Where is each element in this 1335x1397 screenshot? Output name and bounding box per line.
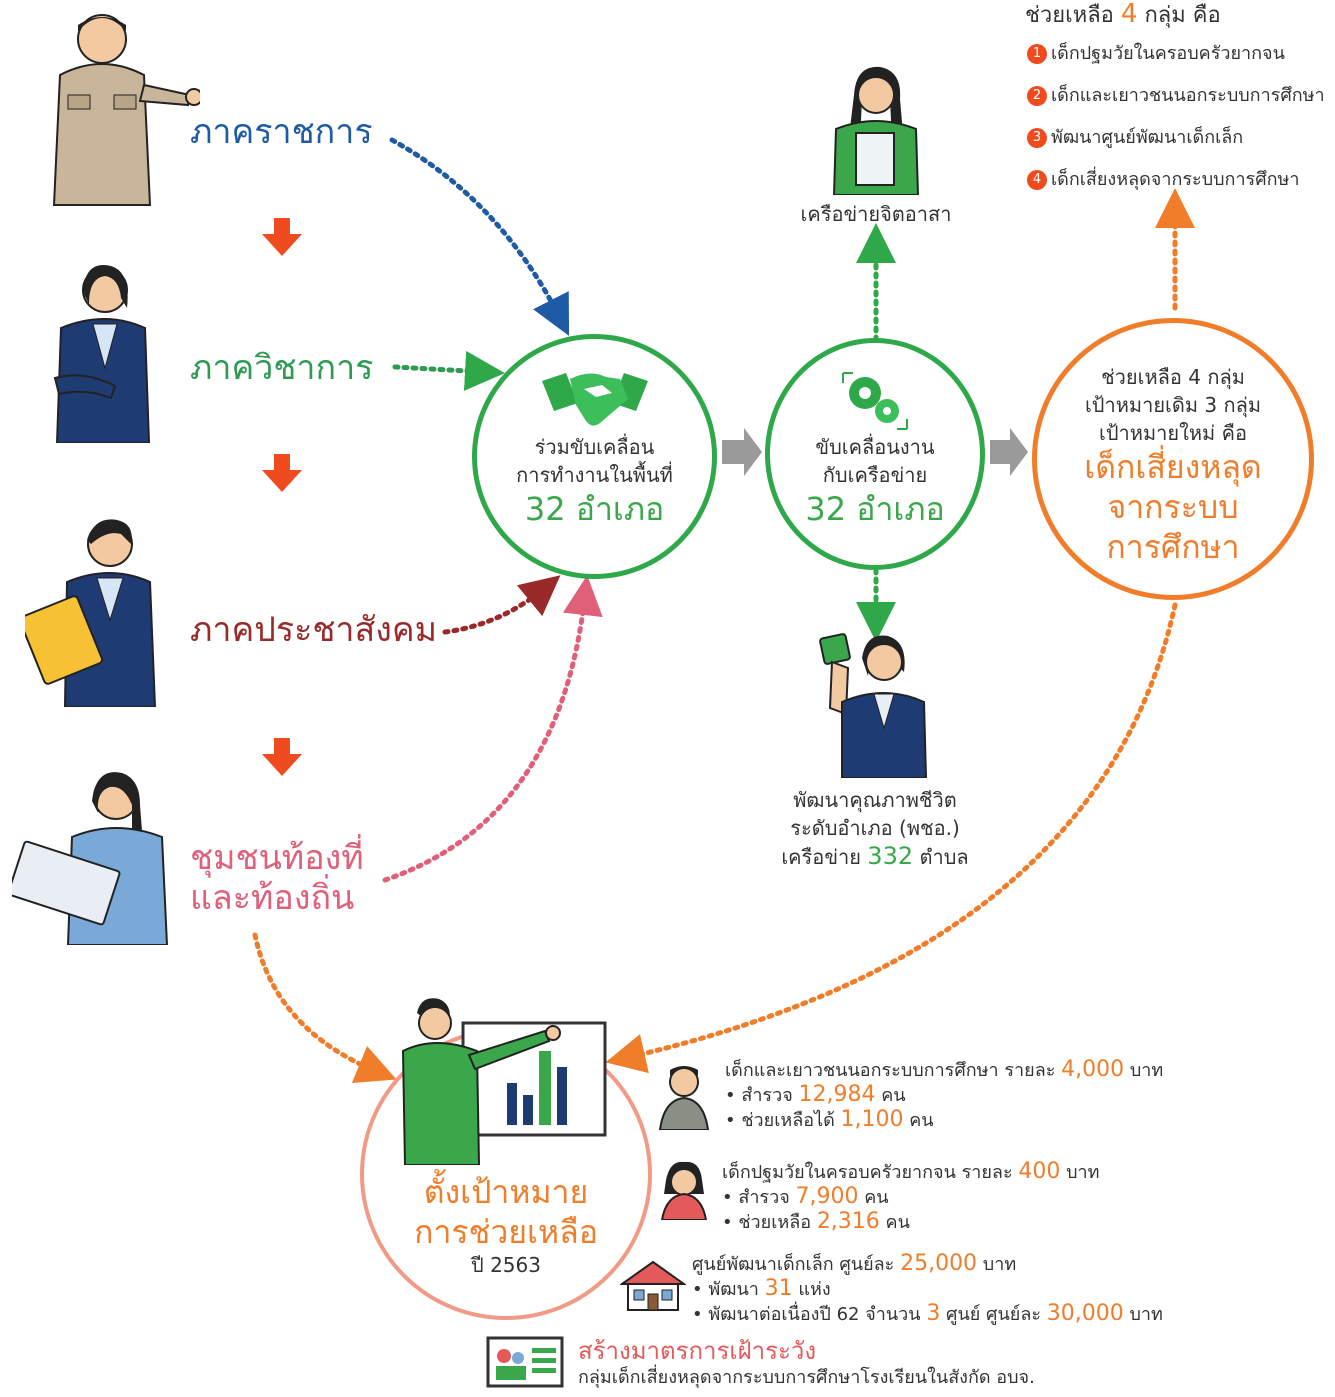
stat-early-title: เด็กปฐมวัยในครอบครัวยากจน รายละ 400 บาท <box>722 1159 1100 1184</box>
leader-icon <box>819 633 928 778</box>
circle-join: ร่วมขับเคลื่อน การทำงานในพื้นที่ 32 อำเภ… <box>472 334 717 579</box>
stat-early-survey: • สำรวจ 7,900 คน <box>722 1184 889 1209</box>
official-icon <box>52 14 200 206</box>
sector-civil: ภาคประชาสังคม <box>190 610 438 650</box>
arrow-help-target <box>605 602 1178 1074</box>
help-line2: เป้าหมายเดิม 3 กลุ่ม <box>1084 393 1262 417</box>
help-line3: เป้าหมายใหม่ คือ <box>1099 421 1247 445</box>
monitor-icon <box>486 1336 564 1388</box>
arrow-civil <box>442 575 561 635</box>
circle-network: ขับเคลื่อนงาน กับเครือข่าย 32 อำเภอ <box>765 338 985 570</box>
stat-early-helped: • ช่วยเหลือ 2,316 คน <box>722 1209 910 1234</box>
quality-block: พัฒนาคุณภาพชีวิต ระดับอำเภอ (พชอ.) เครือ… <box>760 786 990 871</box>
quality-line2: ระดับอำเภอ (พชอ.) <box>790 816 960 840</box>
sector-community-line2: และท้องถิ่น <box>190 878 355 918</box>
network-line1: ขับเคลื่อนงาน <box>815 435 935 459</box>
stat-youth: เด็กและเยาวชนนอกระบบการศึกษา รายละ 4,000… <box>725 1058 1163 1133</box>
sector-government: ภาคราชการ <box>190 112 373 152</box>
down-arrow-2 <box>262 454 302 492</box>
sector-community-line1: ชุมชนท้องที่ <box>190 838 364 878</box>
boy-icon <box>658 1066 710 1130</box>
volunteer-label: เครือข่ายจิตอาสา <box>800 202 952 226</box>
stat-center: ศูนย์พัฒนาเด็กเล็ก ศูนย์ละ 25,000 บาท • … <box>692 1252 1163 1327</box>
arrow-academic <box>392 350 505 391</box>
monitoring-subtitle: กลุ่มเด็กเสี่ยงหลุดจากระบบการศึกษาโรงเรี… <box>578 1367 1035 1388</box>
presenter-icon <box>401 998 607 1165</box>
help-groups-heading: ช่วยเหลือ 4 กลุ่ม คือ <box>1025 0 1221 29</box>
target-line1: ตั้งเป้าหมาย <box>423 1173 589 1211</box>
girl-icon <box>660 1161 708 1220</box>
down-arrow-1 <box>262 218 302 256</box>
stat-center-title: ศูนย์พัฒนาเด็กเล็ก ศูนย์ละ 25,000 บาท <box>692 1251 1017 1276</box>
sector-academic: ภาควิชาการ <box>190 348 374 388</box>
target-year: ปี 2563 <box>471 1253 541 1277</box>
stat-center-continued: • พัฒนาต่อเนื่องปี 62 จำนวน 3 ศูนย์ ศูนย… <box>692 1301 1163 1326</box>
arrow-join-network <box>722 428 762 476</box>
stat-youth-helped: • ช่วยเหลือได้ 1,100 คน <box>725 1107 934 1132</box>
down-arrow-3 <box>262 738 302 776</box>
handshake-icon <box>541 373 648 426</box>
stat-youth-title: เด็กและเยาวชนนอกระบบการศึกษา รายละ 4,000… <box>725 1057 1164 1082</box>
help-big1: เด็กเสี่ยงหลุด <box>1084 448 1262 486</box>
join-line1: ร่วมขับเคลื่อน <box>534 435 655 459</box>
house-icon <box>620 1260 686 1311</box>
stat-center-developed: • พัฒนา 31 แห่ง <box>692 1276 831 1301</box>
volunteer-icon <box>832 66 920 195</box>
civil-icon <box>25 519 157 707</box>
quality-line1: พัฒนาคุณภาพชีวิต <box>793 788 957 812</box>
network-district-count: 32 อำเภอ <box>805 490 945 528</box>
quality-line3: เครือข่าย 332 ตำบล <box>781 842 969 870</box>
monitoring-title: สร้างมาตรการเฝ้าระวัง <box>578 1337 817 1365</box>
join-district-count: 32 อำเภอ <box>524 490 665 528</box>
help-big2: จากระบบ <box>1107 488 1239 526</box>
help-line1: ช่วยเหลือ 4 กลุ่ม <box>1101 365 1245 389</box>
circle-help: ช่วยเหลือ 4 กลุ่ม เป้าหมายเดิม 3 กลุ่ม เ… <box>1032 318 1314 600</box>
stat-early: เด็กปฐมวัยในครอบครัวยากจน รายละ 400 บาท … <box>722 1160 1100 1235</box>
network-line2: กับเครือข่าย <box>822 463 928 487</box>
academic-icon <box>53 265 151 443</box>
arrow-government <box>389 137 570 336</box>
stat-youth-survey: • สำรวจ 12,984 คน <box>725 1082 906 1107</box>
gears-icon <box>842 372 908 430</box>
community-icon <box>12 772 169 945</box>
join-line2: การทำงานในพื้นที่ <box>516 463 673 487</box>
target-line2: การช่วยเหลือ <box>414 1213 598 1251</box>
arrow-community-target <box>252 932 397 1083</box>
help-big3: การศึกษา <box>1106 528 1240 566</box>
arrow-community <box>382 575 603 883</box>
arrow-network-help <box>990 428 1028 476</box>
